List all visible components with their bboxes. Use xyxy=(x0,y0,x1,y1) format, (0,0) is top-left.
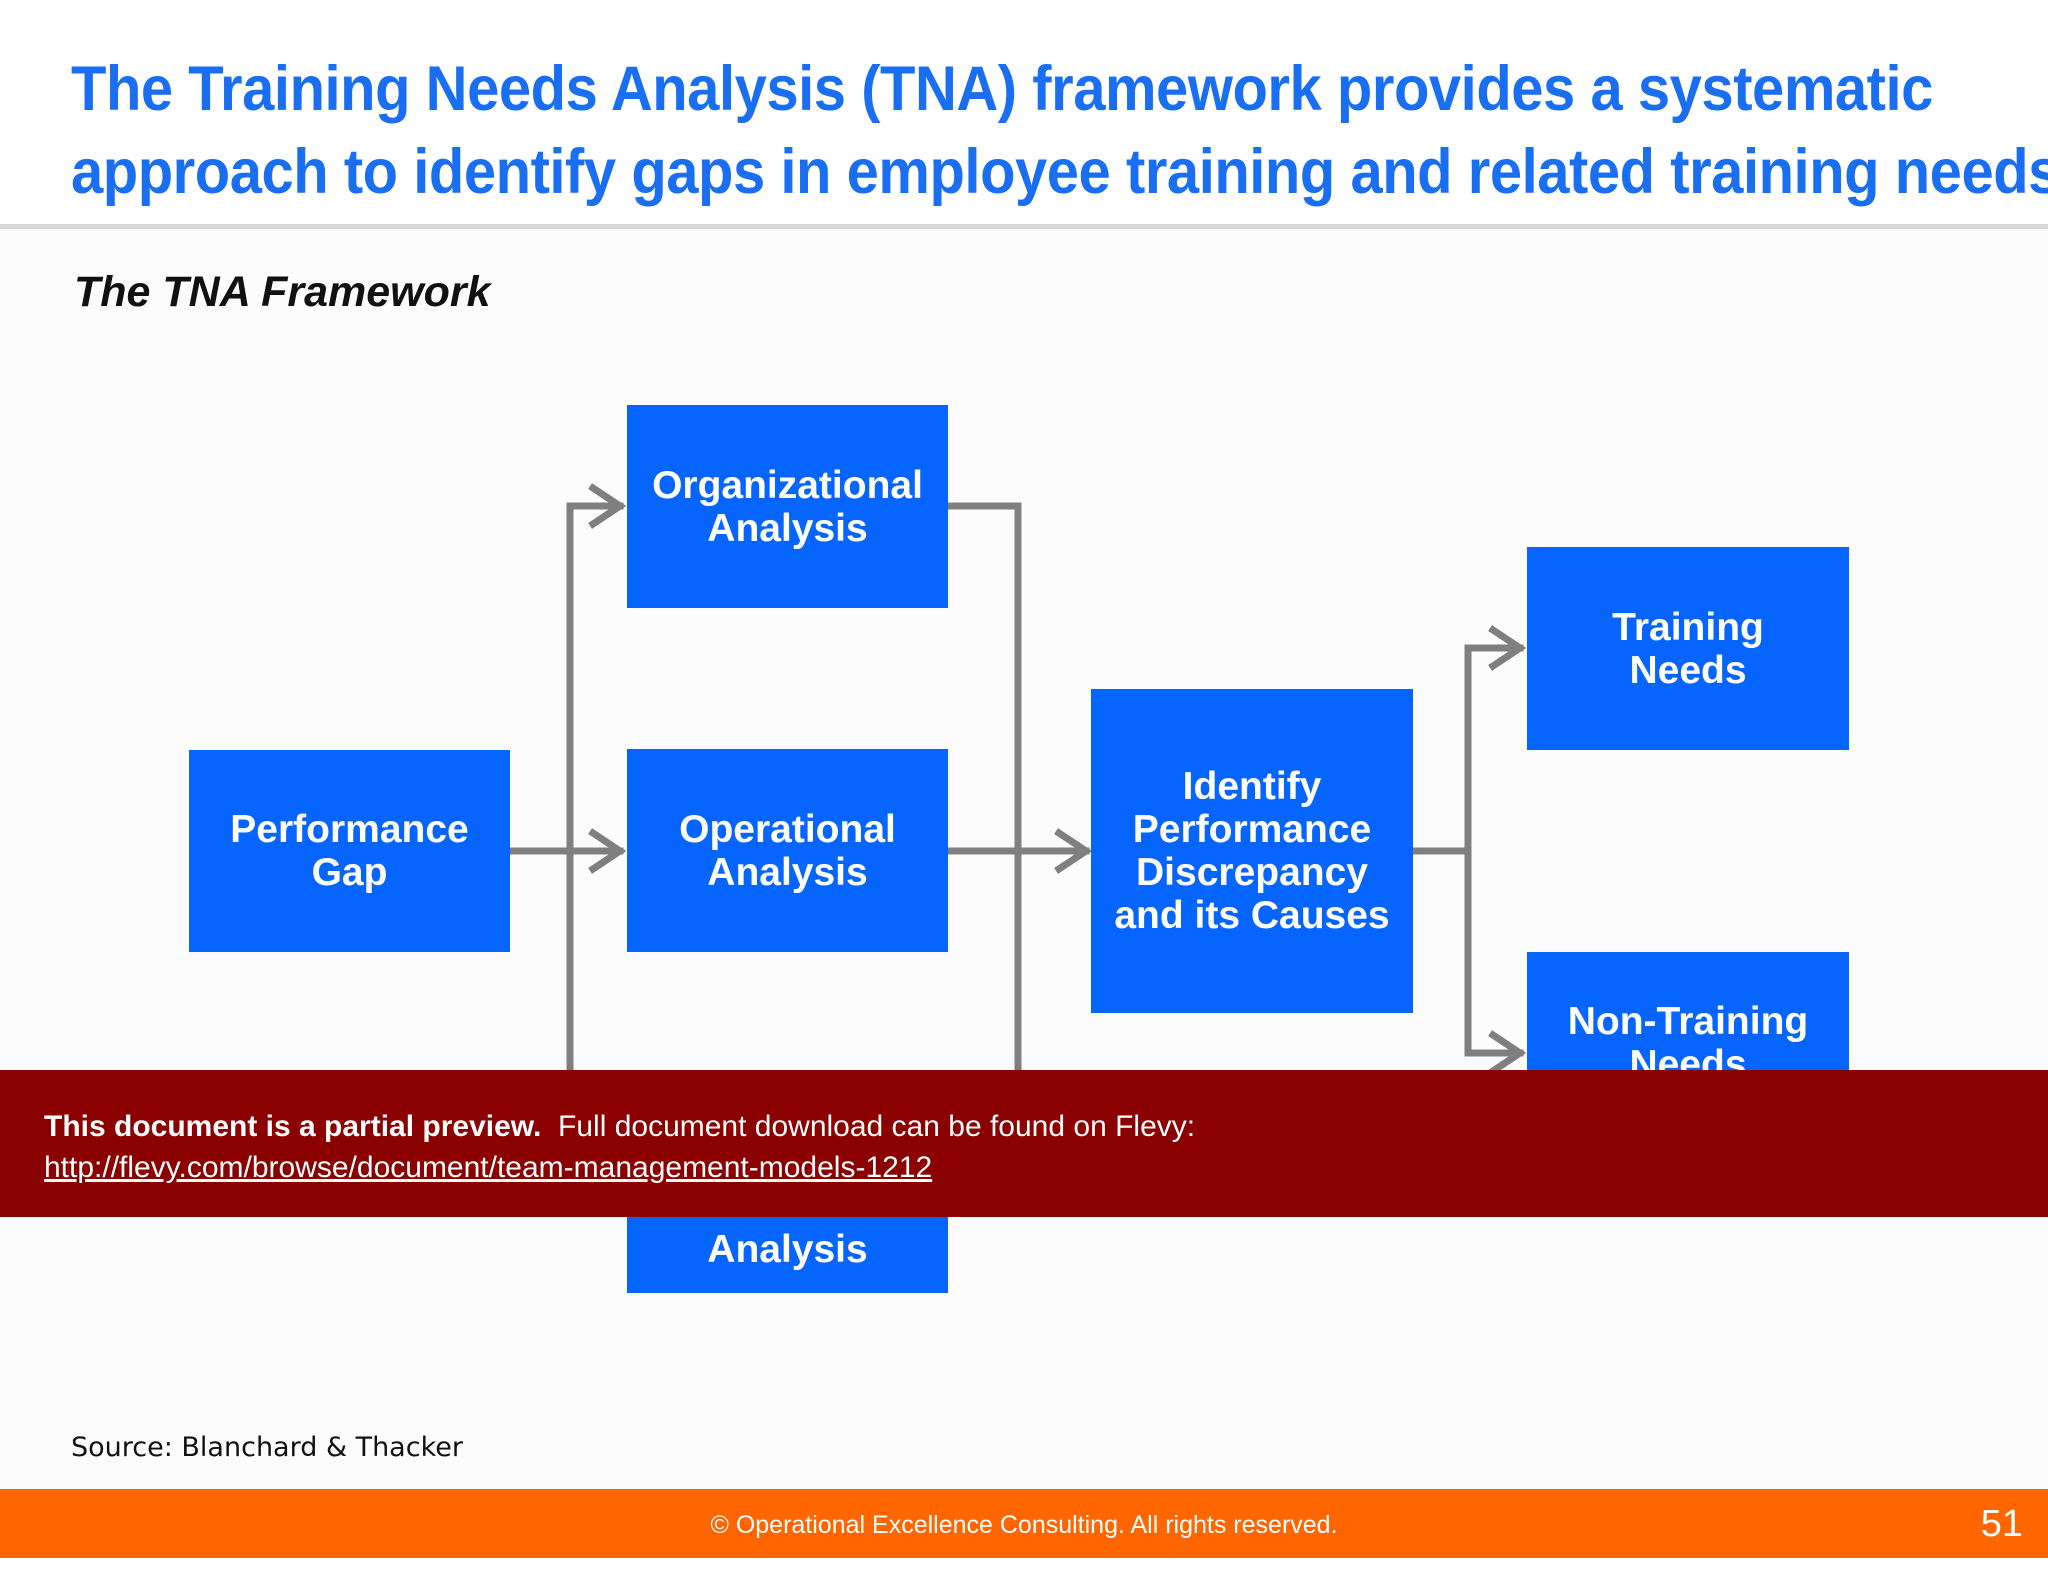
slide-title-line-1: The Training Needs Analysis (TNA) framew… xyxy=(71,54,1933,124)
copyright-text: © Operational Excellence Consulting. All… xyxy=(710,1511,1338,1539)
training-needs-box: Training Needs xyxy=(1527,547,1849,750)
source-citation: Source: Blanchard & Thacker xyxy=(71,1432,463,1463)
preview-banner-text: Full document download can be found on F… xyxy=(558,1110,1196,1143)
title-divider xyxy=(0,224,2048,229)
arrowhead-organizational xyxy=(588,483,627,529)
arrowhead-non-training xyxy=(1488,1030,1527,1076)
slide-title: The Training Needs Analysis (TNA) framew… xyxy=(71,48,2048,214)
identify-discrepancy-box: Identify Performance Discrepancy and its… xyxy=(1091,689,1413,1013)
operational-analysis-box: Operational Analysis xyxy=(627,749,948,952)
preview-banner: This document is a partial preview. Full… xyxy=(0,1070,2048,1217)
slide-title-line-2: approach to identify gaps in employee tr… xyxy=(71,137,2048,207)
preview-download-link[interactable]: http://flevy.com/browse/document/team-ma… xyxy=(44,1151,933,1184)
arrowhead-operational xyxy=(588,828,627,874)
diagram-subtitle: The TNA Framework xyxy=(74,268,491,316)
page-number: 51 xyxy=(1980,1503,2023,1545)
footer-bar: © Operational Excellence Consulting. All… xyxy=(0,1489,2048,1558)
performance-gap-box: Performance Gap xyxy=(189,750,510,952)
preview-banner-bold-text: This document is a partial preview. xyxy=(44,1110,542,1143)
organizational-analysis-box: Organizational Analysis xyxy=(627,405,948,608)
arrowhead-identify xyxy=(1054,828,1093,874)
preview-banner-message: This document is a partial preview. Full… xyxy=(44,1106,2048,1147)
arrowhead-training xyxy=(1488,625,1527,671)
